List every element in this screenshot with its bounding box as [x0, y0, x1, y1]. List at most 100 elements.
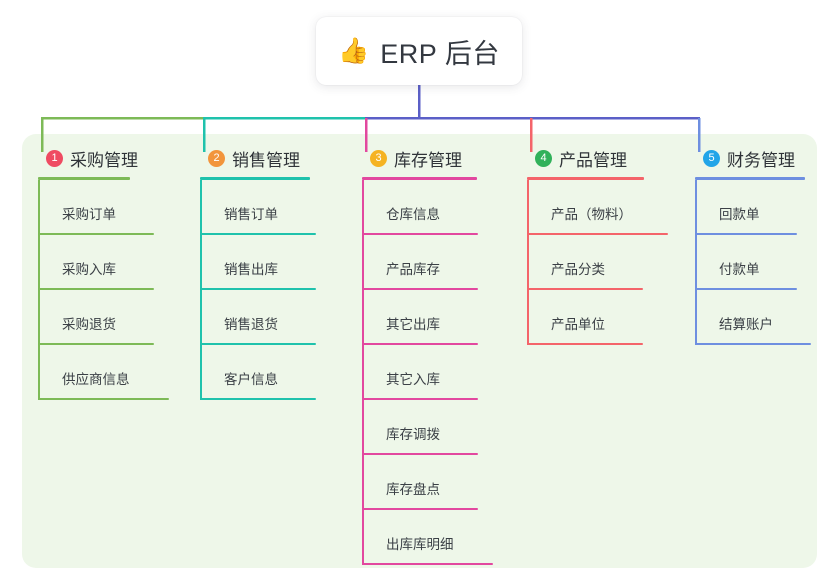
branch-title: 采购管理 [70, 150, 138, 170]
branch-column: 1 采购管理采购订单采购入库采购退货供应商信息 [38, 145, 198, 400]
item-connector-line [200, 180, 202, 235]
item-label: 其它入库 [386, 372, 440, 387]
item-label: 库存盘点 [386, 482, 440, 497]
item-underline [527, 233, 668, 235]
branch-index-badge: 2 [208, 149, 225, 167]
branch-item[interactable]: 其它出库 [362, 290, 522, 345]
branch-item-list: 仓库信息产品库存其它出库其它入库库存调拨库存盘点出库库明细 [362, 180, 522, 565]
item-underline [362, 453, 478, 455]
item-underline [362, 563, 493, 565]
item-label: 产品分类 [551, 262, 605, 277]
branch-item[interactable]: 其它入库 [362, 345, 522, 400]
item-underline [362, 398, 478, 400]
item-connector-line [362, 235, 364, 290]
item-label: 销售退货 [224, 317, 278, 332]
item-connector-line [200, 290, 202, 345]
branch-index-badge: 4 [535, 149, 552, 167]
branch-item[interactable]: 产品（物料） [527, 180, 687, 235]
item-label: 销售订单 [224, 207, 278, 222]
item-label: 结算账户 [719, 317, 773, 332]
item-connector-line [38, 235, 40, 290]
item-underline [527, 288, 643, 290]
branch-item[interactable]: 产品库存 [362, 235, 522, 290]
branch-index-badge: 3 [370, 149, 387, 167]
branch-header[interactable]: 5 财务管理 [695, 145, 839, 171]
branch-header[interactable]: 3 库存管理 [362, 145, 522, 171]
item-connector-line [362, 400, 364, 455]
branch-item-list: 产品（物料） 产品分类产品单位 [527, 180, 687, 345]
branch-item[interactable]: 仓库信息 [362, 180, 522, 235]
branch-column: 3 库存管理仓库信息产品库存其它出库其它入库库存调拨库存盘点出库库明细 [362, 145, 522, 565]
item-label: 出库库明细 [386, 537, 454, 552]
item-label: 产品库存 [386, 262, 440, 277]
branch-underline [695, 177, 805, 180]
diagram-panel [22, 134, 817, 568]
item-label: 采购退货 [62, 317, 116, 332]
item-connector-line [527, 235, 529, 290]
item-connector-line [362, 510, 364, 565]
root-node[interactable]: 👍 ERP 后台 [316, 17, 522, 85]
branch-title: 产品管理 [559, 150, 627, 170]
item-label: 库存调拨 [386, 427, 440, 442]
item-connector-line [200, 235, 202, 290]
item-connector-line [38, 345, 40, 400]
item-connector-line [362, 345, 364, 400]
item-connector-line [362, 455, 364, 510]
branch-index-badge: 5 [703, 149, 720, 167]
branch-item[interactable]: 采购订单 [38, 180, 198, 235]
branch-item[interactable]: 采购退货 [38, 290, 198, 345]
branch-item[interactable]: 库存调拨 [362, 400, 522, 455]
branch-title: 财务管理 [727, 150, 795, 170]
branch-underline [362, 177, 477, 180]
item-label: 产品（物料） [551, 207, 632, 222]
branch-title: 库存管理 [394, 150, 462, 170]
branch-item[interactable]: 销售出库 [200, 235, 360, 290]
item-connector-line [695, 290, 697, 345]
branch-item[interactable]: 销售退货 [200, 290, 360, 345]
branch-item[interactable]: 客户信息 [200, 345, 360, 400]
branch-item[interactable]: 回款单 [695, 180, 839, 235]
branch-item[interactable]: 产品单位 [527, 290, 687, 345]
branch-item[interactable]: 库存盘点 [362, 455, 522, 510]
branch-item[interactable]: 结算账户 [695, 290, 839, 345]
item-underline [200, 398, 316, 400]
branch-item[interactable]: 出库库明细 [362, 510, 522, 565]
branch-item[interactable]: 采购入库 [38, 235, 198, 290]
item-connector-line [200, 345, 202, 400]
item-underline [695, 288, 797, 290]
branch-header[interactable]: 1 采购管理 [38, 145, 198, 171]
item-label: 销售出库 [224, 262, 278, 277]
thumbs-up-icon: 👍 [338, 36, 370, 65]
item-underline [38, 233, 154, 235]
item-underline [527, 343, 643, 345]
item-underline [695, 343, 811, 345]
item-label: 客户信息 [224, 372, 278, 387]
item-underline [362, 233, 478, 235]
item-connector-line [38, 290, 40, 345]
branch-index-badge: 1 [46, 149, 63, 167]
branch-column: 4 产品管理产品（物料） 产品分类产品单位 [527, 145, 687, 345]
branch-header[interactable]: 4 产品管理 [527, 145, 687, 171]
item-underline [200, 343, 316, 345]
item-label: 采购入库 [62, 262, 116, 277]
root-node-content: 👍 ERP 后台 [338, 32, 500, 71]
branch-underline [527, 177, 644, 180]
branch-item[interactable]: 供应商信息 [38, 345, 198, 400]
item-label: 仓库信息 [386, 207, 440, 222]
branch-item[interactable]: 销售订单 [200, 180, 360, 235]
item-connector-line [38, 180, 40, 235]
branch-item[interactable]: 付款单 [695, 235, 839, 290]
item-underline [200, 288, 316, 290]
item-label: 采购订单 [62, 207, 116, 222]
item-connector-line [362, 180, 364, 235]
branch-item[interactable]: 产品分类 [527, 235, 687, 290]
item-connector-line [527, 180, 529, 235]
item-label: 其它出库 [386, 317, 440, 332]
branch-underline [38, 177, 130, 180]
item-underline [38, 343, 154, 345]
branch-item-list: 采购订单采购入库采购退货供应商信息 [38, 180, 198, 400]
item-label: 供应商信息 [62, 372, 130, 387]
